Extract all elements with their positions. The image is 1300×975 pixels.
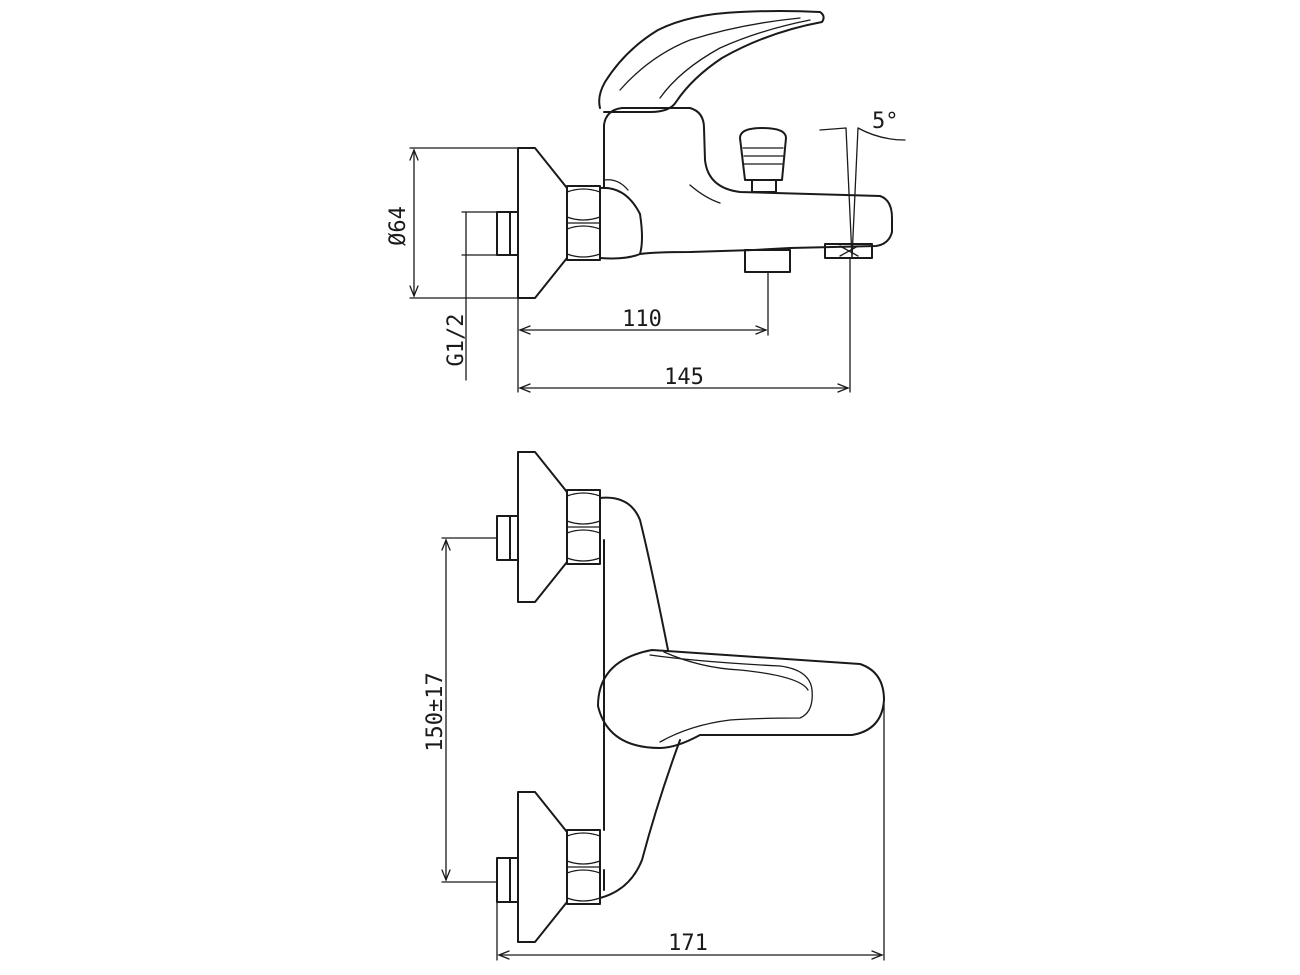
side-view: Ø64 G1/2 110 145 5° xyxy=(386,10,906,393)
dim-thread-label: G1/2 xyxy=(444,314,469,367)
dim-angle: 5° xyxy=(819,109,906,259)
front-view: 150±17 171 xyxy=(423,451,885,961)
side-escutcheon xyxy=(517,147,568,299)
dim-thread: G1/2 xyxy=(444,211,498,381)
side-hex-nut xyxy=(566,185,601,261)
front-inlet-stub-top xyxy=(496,515,519,561)
front-lever-handle xyxy=(597,649,885,749)
side-lever-handle xyxy=(598,10,825,113)
dim-spout-offset-label: 110 xyxy=(622,307,662,332)
side-inlet-stub xyxy=(496,211,519,256)
front-escutcheon-bottom xyxy=(517,791,568,943)
side-aerator xyxy=(824,243,873,259)
front-escutcheon-top xyxy=(517,451,568,603)
dim-diameter: Ø64 xyxy=(386,147,519,299)
dim-total-depth: 145 xyxy=(518,257,851,393)
dim-total-width-label: 171 xyxy=(668,931,708,956)
dim-diameter-label: Ø64 xyxy=(386,206,411,246)
dim-total-width: 171 xyxy=(496,703,885,961)
dim-spout-offset: 110 xyxy=(517,271,769,393)
dim-centers-label: 150±17 xyxy=(423,672,448,751)
side-shower-outlet xyxy=(744,249,791,273)
dim-angle-label: 5° xyxy=(872,109,899,134)
side-diverter-knob xyxy=(739,127,787,193)
dim-total-depth-label: 145 xyxy=(664,365,704,390)
dim-centers: 150±17 xyxy=(423,537,498,883)
front-mixer-body xyxy=(599,496,681,899)
front-hex-nut-bottom xyxy=(566,829,601,905)
side-mixer-body xyxy=(599,186,643,260)
front-inlet-stub-bottom xyxy=(496,857,519,903)
front-hex-nut-top xyxy=(566,489,601,565)
